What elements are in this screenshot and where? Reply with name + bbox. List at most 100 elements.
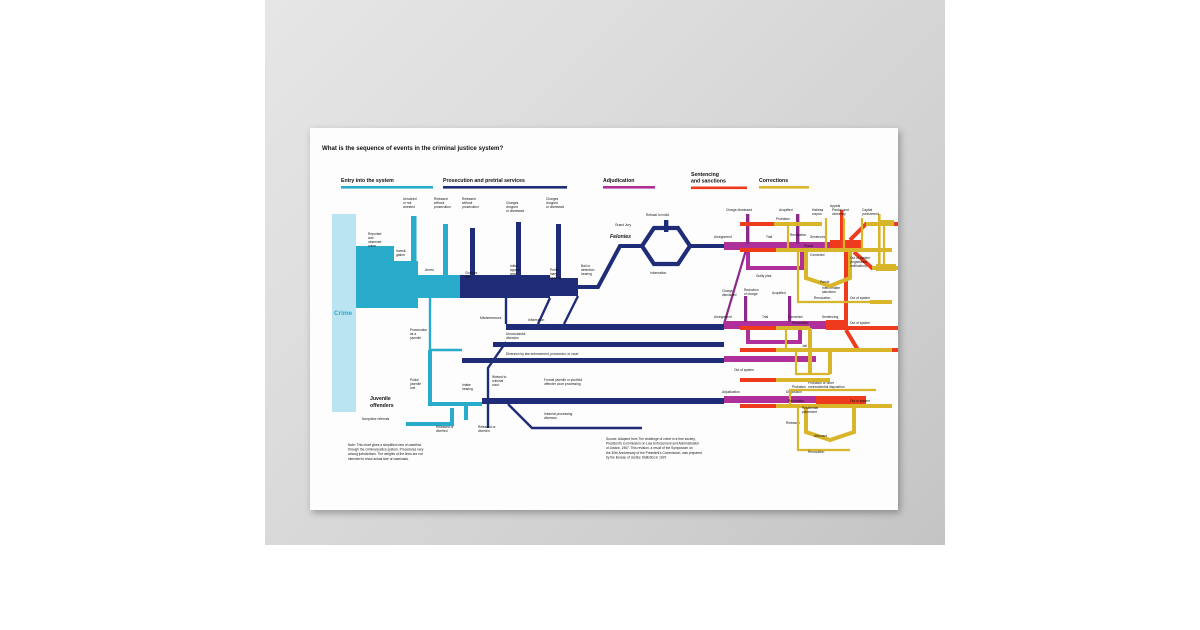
criminal-justice-flowchart-poster[interactable]: .t {font-family:"Liberation Sans",sans-s… <box>310 128 898 510</box>
section-label-entry: Entry into the system <box>341 178 394 184</box>
label-charges-dropped-2a: Charges <box>546 197 559 201</box>
label-out-of-system-3: Out of system <box>850 321 870 325</box>
label-formal-juvenile-2: offender court processing <box>544 382 581 386</box>
label-charges-filed-2: filed <box>465 275 471 279</box>
section-header-prosecution: Prosecution and pretrial services <box>443 178 567 189</box>
corrections-flow-group <box>866 214 898 271</box>
label-sentencing-misd: Sentencing <box>822 315 838 319</box>
section-rule-prosecution <box>443 186 567 189</box>
label-unsuccessful-diversion-1: Unsuccessful <box>506 332 526 336</box>
label-released-diverted-b2: diverted <box>478 429 490 433</box>
label-charges-dropped-1b: dropped <box>506 205 518 209</box>
label-investigation-2: gation <box>396 253 405 257</box>
label-prelim-hearing-2: inary <box>550 272 557 276</box>
label-residential-2: placement <box>802 410 817 414</box>
label-out-of-system-4: Out of system <box>850 399 870 403</box>
label-capital-1: Capital <box>862 208 872 212</box>
entry-label-group: Reported and observed crime Investi- gat… <box>362 197 454 433</box>
corrections-detail-group <box>740 218 892 452</box>
felony-rise-path <box>578 244 642 289</box>
entry-flow-group <box>356 216 482 426</box>
adjudication-label-group: Charge dismissed Acquitted Arraignment T… <box>714 208 825 394</box>
label-information-felony: Information <box>650 271 666 275</box>
reported-crime-band <box>356 246 394 308</box>
label-disposition-juvenile: Disposition <box>786 390 802 394</box>
label-intermediate-sanctions-1: Intermediate <box>822 286 840 290</box>
label-probation-nonresidential-2: nonresidential disposition <box>808 385 845 389</box>
label-released-without-prosecution-2-2: without <box>462 201 472 205</box>
juvenile-disposition-node <box>816 396 866 404</box>
habeas-corpus-riser <box>878 214 881 266</box>
section-label-sentencing-line1: Sentencing <box>691 172 719 178</box>
label-bail-hearing-3: hearing <box>581 272 592 276</box>
label-appeal: Appeal <box>830 204 840 208</box>
felonies-label: Felonies <box>610 234 631 240</box>
parole-revocation-line <box>796 250 870 304</box>
source-line-5: by the Bureau of Justice Statistics in 1… <box>606 455 667 459</box>
label-unsuccessful-diversion-2: diversion <box>506 336 519 340</box>
label-reduction-of-charge-2: of charge <box>744 292 758 296</box>
aftercare-revocation-line <box>796 406 850 452</box>
label-capital-2: punishment <box>862 212 879 216</box>
label-nonpolice-referrals: Nonpolice referrals <box>362 417 390 421</box>
note-line-4: intended to show actual size of caseload… <box>348 457 409 461</box>
arrest-band <box>418 275 460 298</box>
label-unsolved-3: arrested <box>403 205 415 209</box>
section-header-adjudication: Adjudication <box>603 178 655 189</box>
label-diversion-law-enforcement: Diversion by law enforcement, prosecutor… <box>506 352 579 356</box>
section-rule-sentencing <box>691 186 747 190</box>
aftercare-loop <box>804 406 856 443</box>
parole-loop <box>804 250 852 289</box>
label-revocation-2: Revocation <box>814 296 830 300</box>
jail-revocation-line <box>794 350 830 376</box>
juvenile-adjudication-band <box>724 396 816 403</box>
guilty-plea-loop-felony <box>746 250 804 270</box>
label-charge-dismissed-misd-1: Charge <box>722 289 733 293</box>
label-charges-dropped-2c: or dismissed <box>546 205 564 209</box>
waived-to-criminal-court-path <box>486 341 507 398</box>
label-police-juvenile-1: Police <box>410 378 419 382</box>
label-informal-processing-1: Informal processing <box>544 412 573 416</box>
label-arraignment-felony: Arraignment <box>714 235 732 239</box>
source-line-2: President's Commission on Law Enforcemen… <box>606 442 699 446</box>
source-line-3: of Justice, 1967. This revision, a resul… <box>606 446 693 450</box>
label-sentencing-felony: Sentencing <box>810 235 826 239</box>
label-formal-juvenile-1: Formal juvenile or youthful <box>544 378 582 382</box>
juvenile-revocation-line <box>788 388 876 406</box>
source-line-1: Source: Adapted from The challenge of cr… <box>606 437 696 441</box>
label-informal-processing-2: diversion <box>544 416 557 420</box>
label-revocation-1: Revocation <box>790 233 806 237</box>
label-unsolved-1: Unsolved <box>403 197 417 201</box>
charge-dismissed-riser-felony <box>746 214 750 244</box>
sentencing-label-group: Appeal Sentencing Sentencing Intermediat… <box>786 204 845 425</box>
label-prosecution-juvenile-3: juvenile <box>409 336 421 340</box>
poster-paper <box>310 128 898 510</box>
flowchart-svg-wrapper: .t {font-family:"Liberation Sans",sans-s… <box>310 128 898 510</box>
corrections-label-group: Probation Revocation Prison Habeas corpu… <box>776 208 879 454</box>
investigation-band <box>394 261 418 308</box>
acquitted-riser-felony <box>796 214 800 244</box>
section-label-adjudication: Adjudication <box>603 178 634 184</box>
section-rule-adjudication <box>603 186 655 189</box>
section-label-sentencing-line2: and sanctions <box>691 179 726 185</box>
label-reported-crime-4: crime <box>368 244 376 248</box>
label-prosecution-juvenile-1: Prosecution <box>410 328 427 332</box>
informal-processing-diversion-path <box>507 403 642 430</box>
label-initial-appearance-3: ance <box>510 272 517 276</box>
charges-dropped-riser-2 <box>516 222 521 278</box>
label-bail-hearing-1: Bail or <box>581 264 591 268</box>
misdemeanor-drop-3 <box>562 295 580 325</box>
misdemeanor-drop-2 <box>536 297 552 325</box>
unsolved-riser <box>411 216 417 262</box>
label-bail-hearing-2: detention <box>581 268 595 272</box>
label-released-without-prosecution-2-1: Released <box>462 197 476 201</box>
section-label-prosecution: Prosecution and pretrial services <box>443 178 525 184</box>
label-released-wo-pros-1: Released <box>434 197 448 201</box>
label-grand-jury: Grand Jury <box>615 223 631 227</box>
acquitted-riser-misd <box>788 296 792 322</box>
flowchart-canvas: .t {font-family:"Liberation Sans",sans-s… <box>310 128 898 510</box>
label-released-diverted-a1: Released or <box>436 425 454 429</box>
section-rule-entry <box>341 186 433 189</box>
label-out-of-system-reg-1: Out of system <box>850 256 870 260</box>
